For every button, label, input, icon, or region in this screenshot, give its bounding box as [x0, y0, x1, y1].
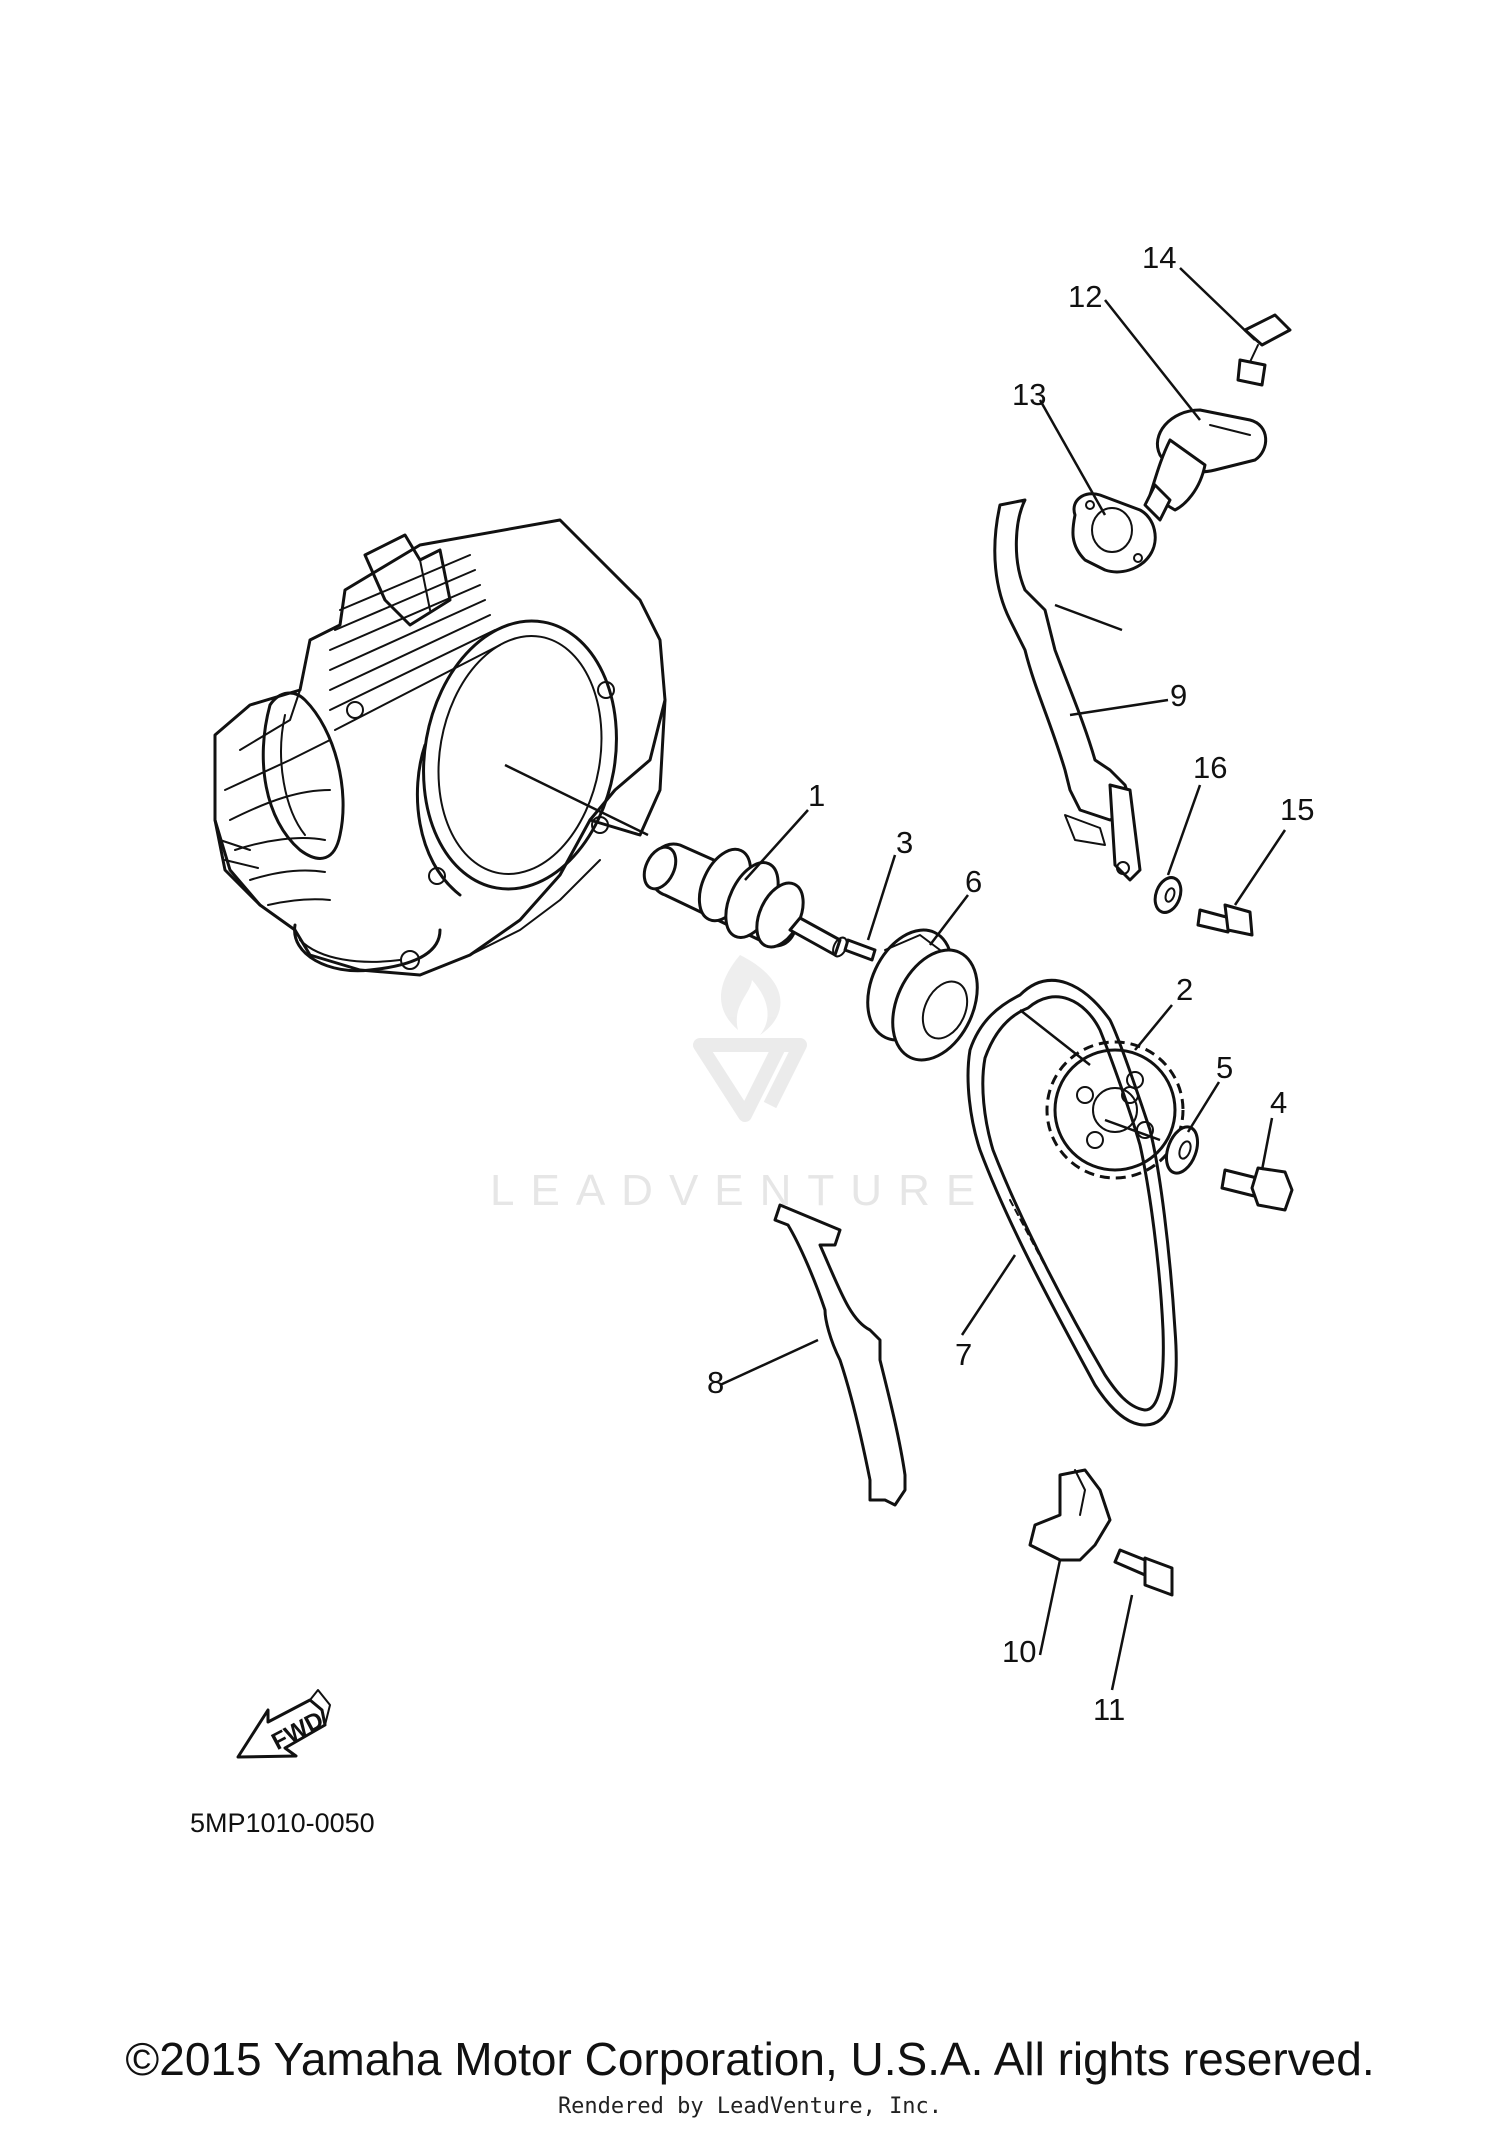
chain-guide-stopper	[1028, 1468, 1112, 1562]
callout-12: 12	[1068, 279, 1102, 314]
cylinder-head	[213, 518, 667, 977]
callout-8: 8	[707, 1365, 724, 1400]
dowel-pin	[843, 938, 877, 962]
leader-lines	[504, 267, 1287, 1691]
fwd-arrow-icon: FWD	[236, 1689, 331, 1759]
callout-14: 14	[1142, 240, 1176, 275]
callout-7: 7	[955, 1337, 972, 1372]
callout-4: 4	[1270, 1085, 1287, 1120]
callout-11: 11	[1093, 1692, 1125, 1727]
chain-guide-front	[773, 1203, 907, 1507]
chain-guide-rear	[993, 498, 1142, 882]
watermark-text: LEADVENTURE	[490, 1166, 991, 1215]
callout-2: 2	[1176, 972, 1193, 1007]
rendered-by-text: Rendered by LeadVenture, Inc.	[557, 2094, 943, 2119]
callout-15: 15	[1280, 792, 1314, 827]
callout-16: 16	[1193, 750, 1227, 785]
sprocket-bolt	[1220, 1166, 1294, 1212]
callout-13: 13	[1012, 377, 1046, 412]
callouts: 1 2 3 4 5 6 7 8 9 10 11 12 13 14 15 16	[707, 240, 1314, 1727]
diagram-code: 5MP1010-0050	[190, 1808, 375, 1838]
tensioner-gasket	[1071, 492, 1157, 574]
leadventure-watermark: LEADVENTURE	[490, 955, 991, 1215]
camshaft	[642, 842, 848, 958]
callout-1: 1	[808, 778, 825, 813]
callout-10: 10	[1002, 1634, 1036, 1669]
callout-6: 6	[965, 864, 982, 899]
cam-housing-ring	[866, 928, 979, 1062]
tensioner-screw	[1236, 313, 1292, 387]
cam-chain-tensioner	[1143, 408, 1268, 522]
callout-9: 9	[1170, 678, 1187, 713]
guide-bolt	[1196, 903, 1254, 937]
cam-chain	[966, 978, 1178, 1427]
stopper-bolt	[1113, 1548, 1174, 1597]
callout-5: 5	[1216, 1050, 1233, 1085]
copyright-text: ©2015 Yamaha Motor Corporation, U.S.A. A…	[125, 2033, 1375, 2085]
cam-sprocket	[1045, 1040, 1185, 1180]
guide-washer	[1153, 876, 1183, 914]
callout-3: 3	[896, 825, 913, 860]
